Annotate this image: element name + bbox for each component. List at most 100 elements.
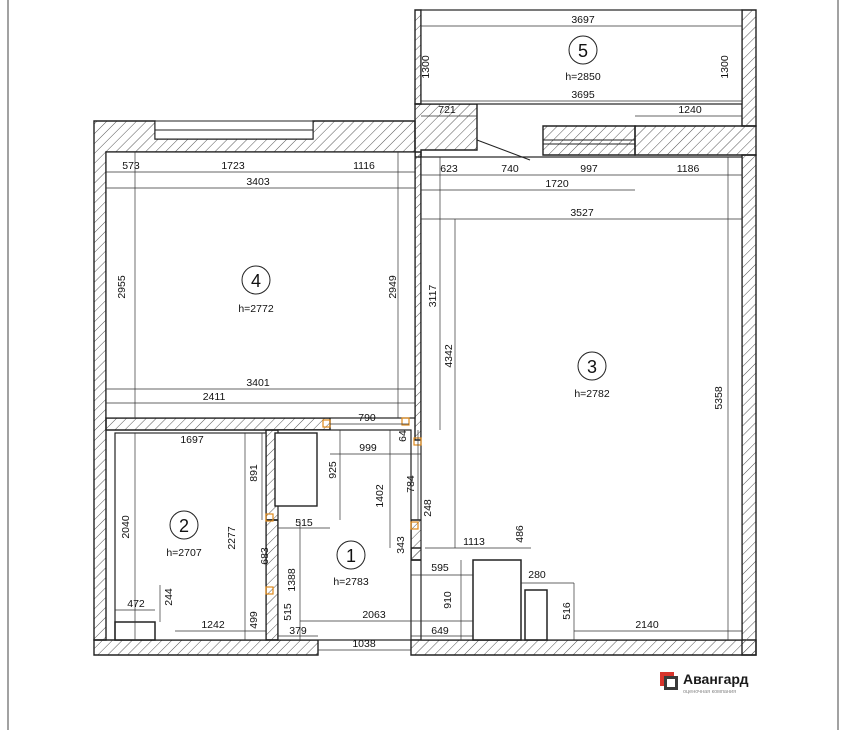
dim-label: 649: [431, 625, 449, 637]
dim-label: 515: [295, 517, 313, 529]
dim-label: 999: [359, 442, 377, 454]
outer-wall-bottom-right: [410, 639, 757, 656]
dim-label: 784: [405, 475, 417, 493]
dim-label: 248: [422, 499, 434, 517]
dim-label: 790: [358, 412, 376, 424]
room-number-4: 4: [251, 271, 261, 291]
dim-label: 486: [514, 525, 526, 543]
dim-label: 2277: [226, 526, 238, 550]
dim-label: 2411: [203, 391, 226, 403]
dim-label: 2955: [116, 275, 128, 299]
dim-label: 1113: [463, 536, 485, 548]
balcony-door-leaf: [476, 139, 531, 161]
marker: [265, 513, 274, 522]
door-balcony-right-leaf: [542, 139, 636, 145]
outer-wall-right: [741, 154, 757, 656]
dim-label: 1723: [221, 160, 245, 172]
dim-label: 1186: [677, 163, 700, 175]
duct-inner: [274, 432, 318, 507]
dimension-labels-vertical: 1300 1300 2955 2949 3117 4342 5358 64 89…: [116, 55, 731, 629]
room-marker-5: [568, 35, 598, 65]
room-height-2: h=2707: [166, 547, 201, 559]
room-marker-3: [577, 351, 607, 381]
dim-label: 1300: [719, 55, 731, 79]
dim-label: 1116: [353, 160, 375, 172]
dim-label: 343: [395, 536, 407, 554]
dim-label: 3117: [427, 285, 439, 308]
dim-label: 5358: [713, 386, 725, 410]
room-labels: 5 h=2850 4 h=2772 3 h=2782 2 h=2707 1 h=…: [166, 35, 610, 588]
dim-label: 997: [580, 163, 598, 175]
dim-label: 3403: [246, 176, 270, 188]
partition-4-3: [414, 151, 422, 441]
balcony-wall-right: [741, 9, 757, 127]
logo-name: Авангард: [683, 671, 749, 687]
room-height-4: h=2772: [238, 303, 273, 315]
logo-subtitle: оценочная компания: [683, 689, 736, 695]
dim-label: 515: [282, 603, 294, 621]
wall-top-right: [634, 125, 757, 156]
dim-label: 1242: [201, 619, 225, 631]
dim-label: 740: [501, 163, 519, 175]
dim-label: 4342: [443, 344, 455, 368]
dim-label: 280: [528, 569, 546, 581]
dimension-labels: 3697 3695 721 1240 573 1723 1116 3403 62…: [122, 14, 702, 650]
room-marker-4: [241, 265, 271, 295]
dim-label: 2949: [387, 275, 399, 299]
dim-label: 3401: [246, 377, 270, 389]
room-number-1: 1: [346, 546, 356, 566]
dim-label: 925: [327, 461, 339, 479]
dim-label: 910: [442, 591, 454, 609]
company-logo: Авангард оценочная компания: [660, 671, 749, 695]
dim-label: 3527: [570, 207, 594, 219]
interiors: [105, 9, 743, 641]
dim-label: 683: [259, 547, 271, 565]
dim-label: 1402: [374, 484, 386, 508]
windows: [154, 120, 636, 145]
partition-2-1: [265, 519, 279, 641]
dim-label: 1038: [352, 638, 376, 650]
dim-label: 1720: [545, 178, 569, 190]
kitchen-appliance-2: [524, 589, 548, 641]
dim-label: 721: [438, 104, 456, 116]
dim-label: 499: [248, 611, 260, 629]
marker: [413, 437, 422, 446]
dim-label: 595: [431, 562, 449, 574]
room-marker-1: [336, 540, 366, 570]
dim-label: 3695: [571, 89, 595, 101]
dim-label: 623: [440, 163, 458, 175]
dim-label: 1240: [678, 104, 702, 116]
room-marker-2: [169, 510, 199, 540]
marker: [401, 417, 410, 426]
marker: [322, 419, 331, 428]
dim-label: 1697: [180, 434, 204, 446]
dimension-lines: [106, 25, 742, 651]
logo-mark-cut: [667, 679, 675, 687]
dim-label: 244: [163, 588, 175, 606]
wall-room4-bottom: [105, 417, 331, 431]
marker: [410, 521, 419, 530]
markers: [265, 417, 422, 595]
dim-label: 379: [289, 625, 307, 637]
dim-label: 2040: [120, 515, 132, 539]
dim-label: 2063: [362, 609, 386, 621]
dim-label: 1300: [420, 55, 432, 79]
outer-wall-bottom-left: [93, 639, 319, 656]
room-height-1: h=2783: [333, 576, 368, 588]
dim-label: 891: [248, 464, 260, 482]
room-number-2: 2: [179, 516, 189, 536]
kitchen-appliance-1: [472, 559, 522, 641]
dim-label: 3697: [571, 14, 595, 26]
dim-label: 516: [561, 602, 573, 620]
marker: [265, 586, 274, 595]
room-height-3: h=2782: [574, 388, 609, 400]
room-height-5: h=2850: [565, 71, 600, 83]
dim-label: 472: [127, 598, 145, 610]
room-number-5: 5: [578, 41, 588, 61]
dim-label: 2140: [635, 619, 659, 631]
dim-label: 573: [122, 160, 140, 172]
dim-label: 64: [397, 430, 409, 442]
room-number-3: 3: [587, 357, 597, 377]
